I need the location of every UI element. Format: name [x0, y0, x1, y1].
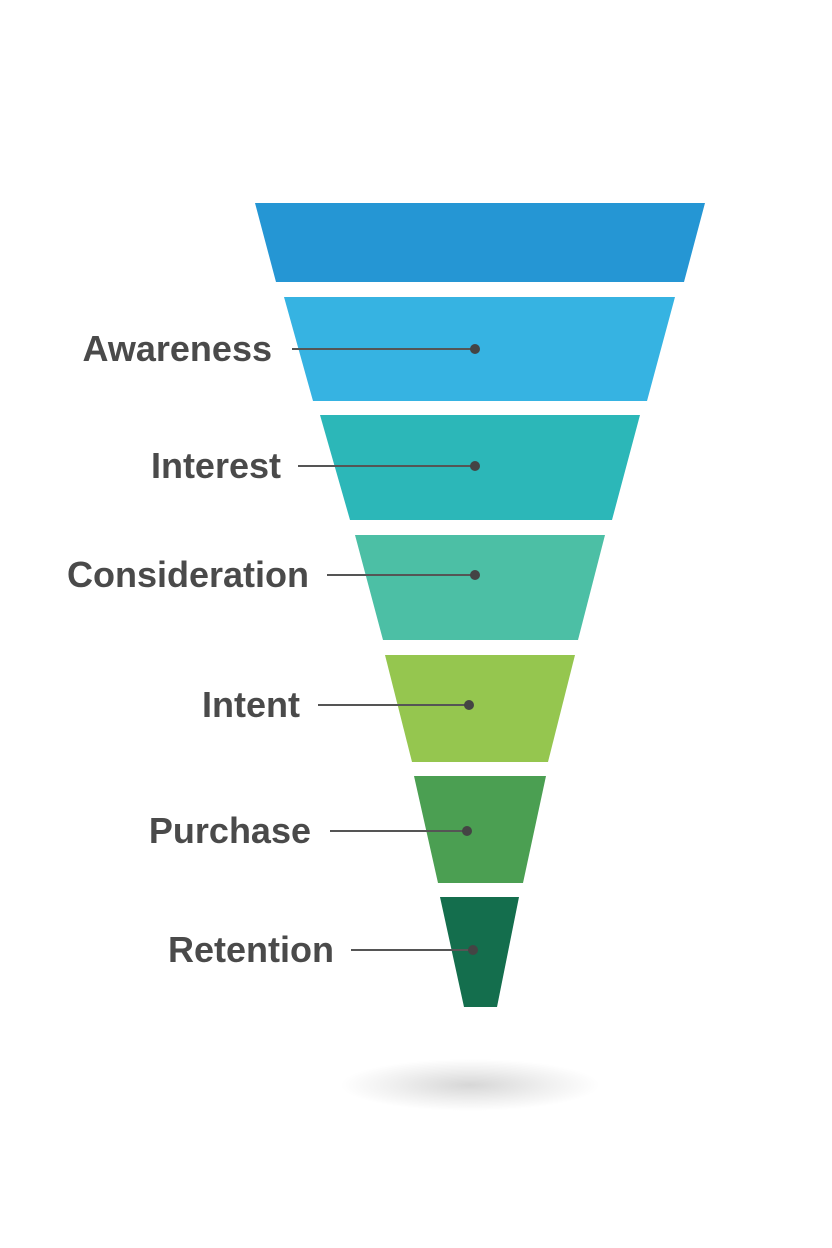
stage-label-interest: Interest	[151, 445, 281, 486]
funnel-segment-purchase	[414, 776, 546, 883]
connector-dot-retention	[468, 945, 478, 955]
funnel-connectors	[292, 344, 480, 955]
funnel-segment-consideration	[355, 535, 605, 640]
funnel-segment-retention	[440, 897, 519, 1007]
funnel-labels: AwarenessInterestConsiderationIntentPurc…	[67, 328, 334, 970]
connector-dot-interest	[470, 461, 480, 471]
funnel-segment-interest	[320, 415, 640, 520]
stage-label-purchase: Purchase	[149, 810, 311, 851]
funnel-segments	[255, 203, 705, 1007]
stage-label-retention: Retention	[168, 929, 334, 970]
funnel-segment-intent	[385, 655, 575, 762]
connector-dot-consideration	[470, 570, 480, 580]
stage-label-awareness: Awareness	[83, 328, 272, 369]
stage-label-consideration: Consideration	[67, 554, 309, 595]
connector-dot-intent	[464, 700, 474, 710]
funnel-shadow	[340, 1059, 600, 1111]
connector-dot-purchase	[462, 826, 472, 836]
funnel-segment-top	[255, 203, 705, 282]
connector-dot-awareness	[470, 344, 480, 354]
stage-label-intent: Intent	[202, 684, 300, 725]
